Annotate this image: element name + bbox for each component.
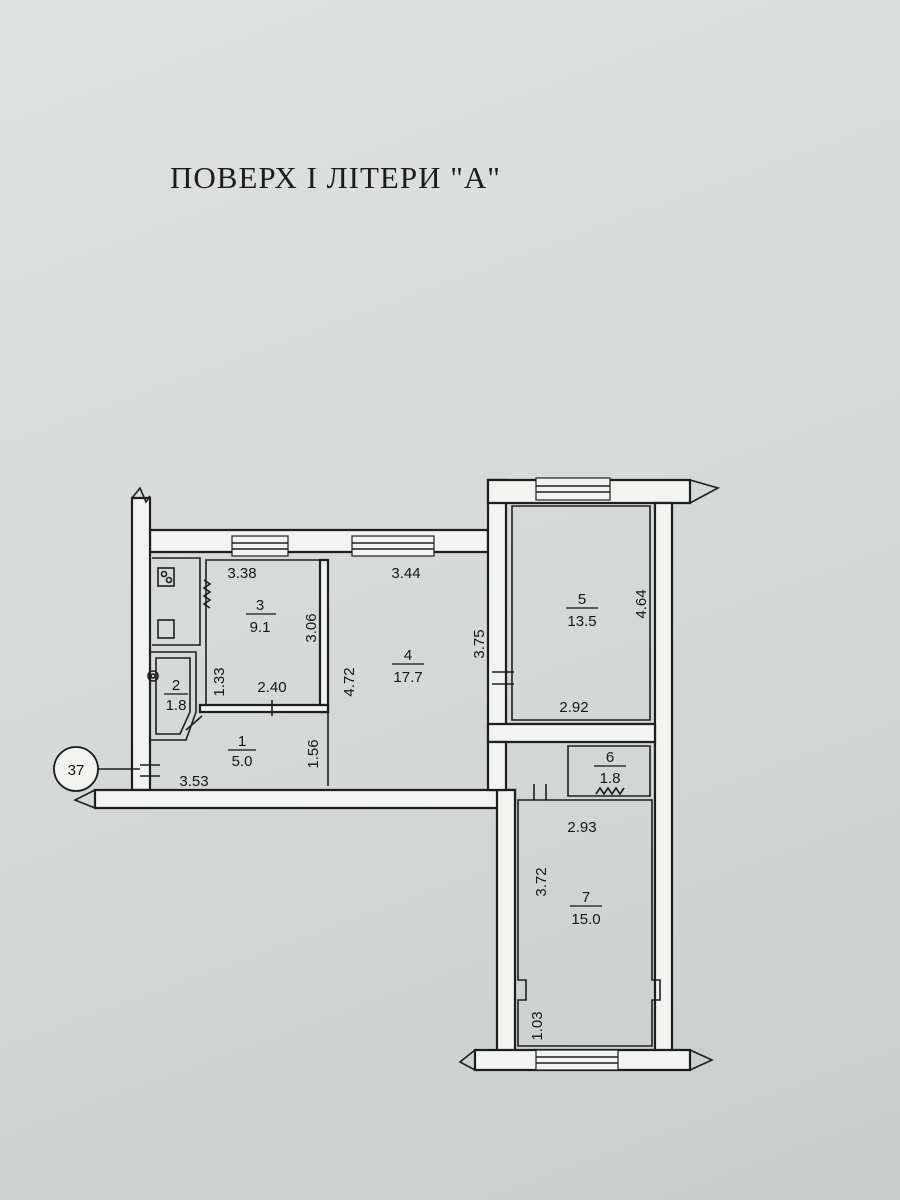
wall-room5-bottom: [486, 722, 657, 744]
window-room7: [535, 1049, 619, 1071]
room-4-label: 4 17.7: [392, 647, 424, 686]
room2-outline: [150, 651, 197, 741]
wall-break-bottom-left: [73, 789, 96, 809]
section-marker-label: 37: [68, 762, 85, 779]
window-room4: [351, 535, 435, 557]
wall-left: [130, 496, 152, 792]
dim-room3-width: 3.38: [227, 565, 256, 582]
dim-room4-height: 4.72: [341, 667, 358, 696]
wall-right: [653, 501, 674, 1057]
room-7-label: 7 15.0: [570, 889, 602, 928]
svg-text:1.8: 1.8: [600, 770, 621, 787]
window-room5: [535, 477, 611, 501]
wall-break-top-right: [689, 479, 721, 504]
room6-outline: [567, 745, 651, 797]
room2-inner: [155, 657, 191, 735]
sink-icon: [157, 619, 175, 639]
dim-room3-height: 3.06: [303, 613, 320, 642]
wall-break-top-left: [131, 486, 151, 504]
room-6-label: 6 1.8: [594, 749, 626, 787]
room-1-label: 1 5.0: [228, 733, 256, 770]
floor-title: ПОВЕРХ І ЛІТЕРИ "А": [170, 160, 501, 195]
dim-room4-right: 3.75: [471, 629, 488, 658]
svg-text:7: 7: [582, 889, 590, 906]
stove-icon: [157, 567, 175, 587]
svg-text:9.1: 9.1: [250, 619, 271, 636]
wall-room3-bottom: [198, 703, 330, 714]
stove-burner: [160, 570, 168, 578]
svg-text:17.7: 17.7: [393, 669, 422, 686]
svg-text:2: 2: [172, 677, 180, 694]
door-mark-room7: [533, 784, 547, 800]
svg-text:3: 3: [256, 597, 264, 614]
room-2-label: 2 1.8: [164, 677, 188, 714]
toilet-bowl: [150, 673, 156, 679]
kitchen-counter: [152, 557, 201, 646]
room-3-label: 3 9.1: [246, 597, 276, 636]
svg-text:13.5: 13.5: [567, 613, 596, 630]
dim-room5-width: 2.92: [559, 699, 588, 716]
door-mark-room5: [492, 671, 514, 685]
svg-text:15.0: 15.0: [571, 911, 600, 928]
dim-room7-niche: 1.03: [529, 1011, 546, 1040]
wall-room7-left: [495, 788, 517, 1057]
wall-bottom-left: [93, 788, 517, 810]
stove-burner: [165, 576, 173, 584]
dim-room7-width: 2.93: [567, 819, 596, 836]
svg-text:4: 4: [404, 647, 412, 664]
room7-outline: [517, 799, 661, 1047]
svg-text:5: 5: [578, 591, 586, 608]
room2-door: [185, 715, 203, 731]
room6-heater: [595, 786, 625, 796]
wall-room4-bottom: [486, 740, 508, 792]
wall-room3-right: [318, 558, 330, 714]
wall-room4-right: [486, 478, 508, 744]
svg-text:5.0: 5.0: [232, 753, 253, 770]
svg-text:1: 1: [238, 733, 246, 750]
dim-room1-width: 3.53: [179, 773, 208, 790]
dim-room1-height: 1.56: [305, 739, 322, 768]
wall-top-left: [148, 528, 490, 554]
wall-break-bottom: [458, 1049, 714, 1071]
svg-text:1.8: 1.8: [166, 697, 187, 714]
dim-room4-width: 3.44: [391, 565, 420, 582]
window-room3: [231, 535, 289, 557]
room3-heater: [202, 579, 212, 609]
dim-room3-left: 1.33: [211, 667, 228, 696]
dim-room7-height: 3.72: [533, 867, 550, 896]
svg-text:6: 6: [606, 749, 614, 766]
entry-door-mark: [140, 764, 160, 777]
dim-room3-bottom: 2.40: [257, 679, 286, 696]
dim-room5-height: 4.64: [633, 589, 650, 618]
room-5-label: 5 13.5: [566, 591, 598, 630]
room5-outline: [511, 505, 651, 721]
toilet-icon: [147, 670, 159, 682]
